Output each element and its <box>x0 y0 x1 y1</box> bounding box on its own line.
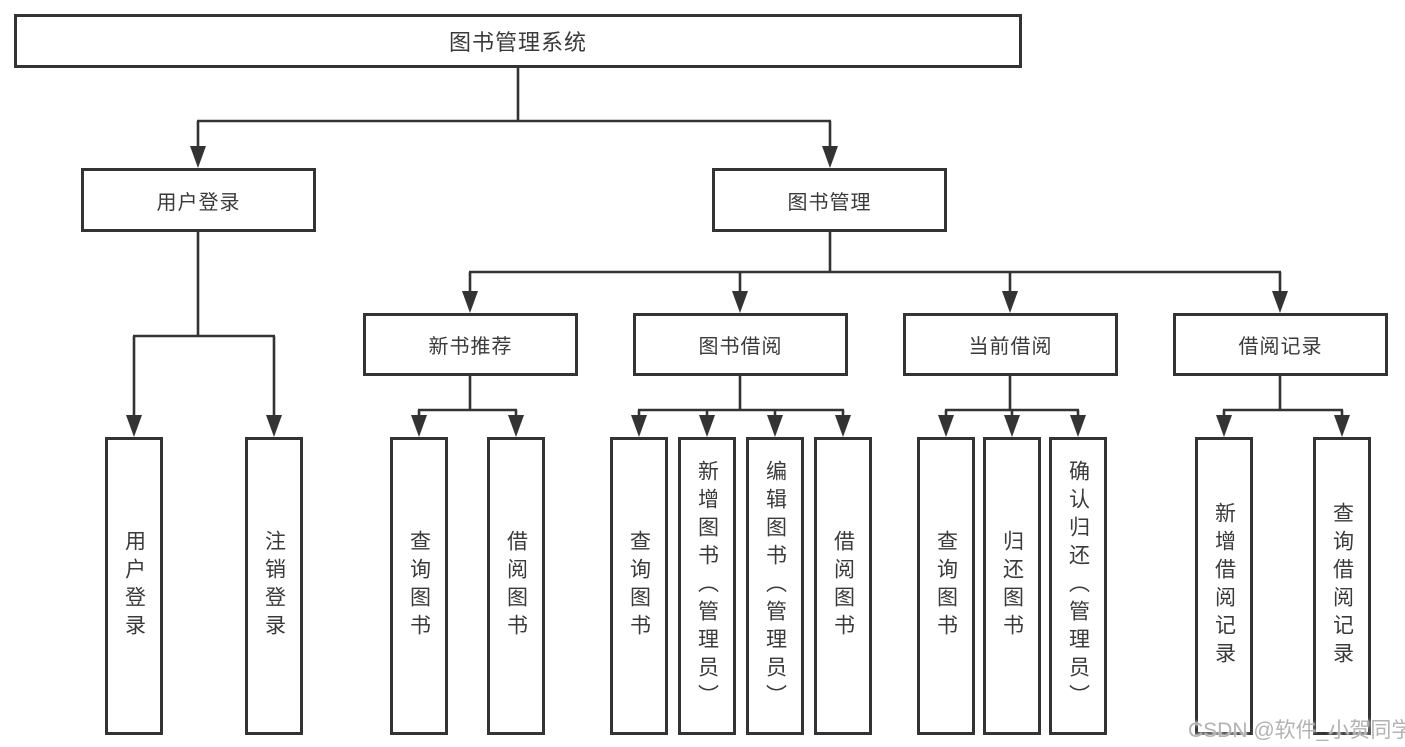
leaf-logout: 注销登录 <box>245 437 303 735</box>
node-label: 当前借阅 <box>968 336 1053 358</box>
node-label: 用户登录 <box>156 191 241 214</box>
node-label: 借阅图书 <box>831 530 855 642</box>
node-label: 查询图书 <box>407 530 431 642</box>
node-borrow-records: 借阅记录 <box>1173 313 1388 376</box>
node-label: 新书推荐 <box>428 336 513 358</box>
node-book-management: 图书管理 <box>712 168 947 232</box>
node-label: 用户登录 <box>122 530 146 642</box>
node-label: 图书管理系统 <box>448 30 587 55</box>
leaf-borrow-books: 借阅图书 <box>814 437 872 735</box>
leaf-add-books-admin: 新增图书（管理员） <box>678 437 736 735</box>
node-label: 借阅记录 <box>1238 336 1323 358</box>
node-label: 新增图书（管理员） <box>695 460 719 712</box>
node-book-borrow: 图书借阅 <box>633 313 848 376</box>
node-label: 图书管理 <box>787 191 872 214</box>
node-label: 归还图书 <box>1000 530 1024 642</box>
leaf-query-books-borrow: 查询图书 <box>610 437 668 735</box>
node-label: 新增借阅记录 <box>1212 502 1236 670</box>
leaf-confirm-return-admin: 确认归还（管理员） <box>1049 437 1107 735</box>
node-label: 查询借阅记录 <box>1330 502 1354 670</box>
leaf-add-borrow-record: 新增借阅记录 <box>1195 437 1253 735</box>
node-label: 借阅图书 <box>504 530 528 642</box>
leaf-borrow-books-recommend: 借阅图书 <box>487 437 545 735</box>
leaf-query-books-recommend: 查询图书 <box>390 437 448 735</box>
node-label: 注销登录 <box>262 530 286 642</box>
node-library-management-system: 图书管理系统 <box>14 14 1022 68</box>
node-label: 图书借阅 <box>698 336 783 358</box>
node-new-book-recommend: 新书推荐 <box>363 313 578 376</box>
arrowheads <box>126 146 1350 437</box>
node-label: 编辑图书（管理员） <box>763 460 787 712</box>
csdn-watermark: CSDN @软件_小贺同学 <box>1188 719 1405 742</box>
node-label: 查询图书 <box>934 530 958 642</box>
leaf-return-books: 归还图书 <box>983 437 1041 735</box>
node-user-login: 用户登录 <box>81 168 316 232</box>
leaf-query-books-current: 查询图书 <box>917 437 975 735</box>
node-label: 查询图书 <box>627 530 651 642</box>
leaf-edit-books-admin: 编辑图书（管理员） <box>746 437 804 735</box>
node-current-borrow: 当前借阅 <box>903 313 1118 376</box>
node-label: 确认归还（管理员） <box>1066 460 1090 712</box>
leaf-user-login: 用户登录 <box>105 437 163 735</box>
leaf-query-borrow-record: 查询借阅记录 <box>1313 437 1371 735</box>
